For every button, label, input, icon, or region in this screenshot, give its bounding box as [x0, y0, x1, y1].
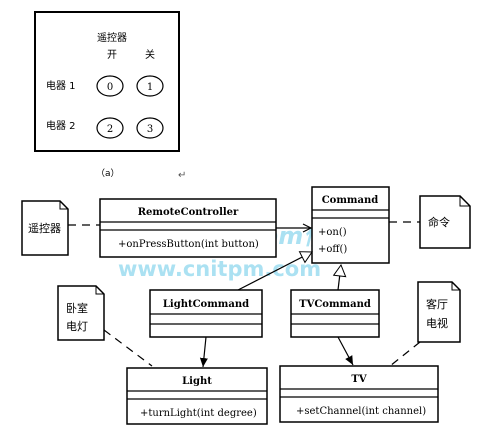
light-command-name: LightCommand	[163, 299, 249, 310]
off-column-header: 关	[145, 48, 155, 61]
tv-command-name: TVCommand	[299, 299, 371, 310]
note-command: 命令	[419, 195, 471, 249]
device-1-off-button	[136, 75, 164, 97]
tv-method: +setChannel(int channel)	[296, 406, 426, 417]
device-2-off-button-label: 3	[147, 124, 153, 135]
class-remote-controller: RemoteController +onPressButton(int butt…	[99, 198, 277, 258]
command-method-on: +on()	[318, 227, 347, 238]
remote-controller-name: RemoteController	[138, 207, 239, 218]
device-2-label: 电器 2	[46, 119, 76, 132]
device-1-on-button-label: 0	[107, 82, 113, 93]
device-1-off-button-label: 1	[147, 82, 153, 93]
remote-title: 遥控器	[97, 31, 127, 44]
remote-panel: 遥控器 开 关 电器 1 0 1 电器 2 2 3	[34, 11, 180, 152]
connector-bedroom-light-note	[103, 329, 153, 367]
note-connectors	[68, 221, 421, 367]
connector-living-tv-note	[389, 341, 421, 367]
remote-controller-method: +onPressButton(int button)	[118, 239, 259, 250]
command-method-off: +off()	[318, 244, 347, 255]
note-living-tv-line-1: 客厅	[426, 297, 448, 311]
command-name: Command	[322, 195, 379, 206]
caption-return-mark: ↵	[178, 170, 186, 181]
class-light-command: LightCommand	[149, 289, 263, 338]
class-tv: TV +setChannel(int channel)	[279, 365, 439, 423]
note-command-text: 命令	[428, 215, 450, 229]
device-1-label: 电器 1	[46, 79, 76, 92]
note-living-tv-line-2: 电视	[426, 316, 448, 330]
note-living-tv: 客厅 电视	[417, 281, 461, 343]
class-tv-command: TVCommand	[290, 289, 380, 338]
light-name: Light	[182, 376, 212, 387]
device-2-off-button	[136, 117, 164, 139]
class-light: Light +turnLight(int degree)	[126, 367, 268, 425]
association-light-command-to-light	[199, 336, 208, 368]
note-bedroom-light: 卧室 电灯	[57, 285, 105, 341]
note-bedroom-light-line-1: 卧室	[66, 301, 88, 315]
class-command: Command +on() +off()	[311, 186, 390, 264]
panel-a-caption: （a）	[96, 168, 120, 179]
note-remote: 遥控器	[21, 200, 69, 256]
watermark-line-2: www.cnitpm.com	[118, 257, 321, 281]
tv-name: TV	[351, 374, 366, 385]
device-1-on-button	[96, 75, 124, 97]
device-2-on-button-label: 2	[107, 124, 113, 135]
note-remote-text: 遥控器	[28, 221, 61, 235]
device-2-on-button	[96, 117, 124, 139]
generalization-light-command	[237, 251, 313, 291]
on-column-header: 开	[107, 50, 117, 61]
generalization-tv-command	[332, 263, 347, 291]
note-bedroom-light-line-2: 电灯	[66, 320, 88, 333]
light-method: +turnLight(int degree)	[140, 408, 257, 419]
association-tv-command-to-tv	[337, 336, 354, 366]
